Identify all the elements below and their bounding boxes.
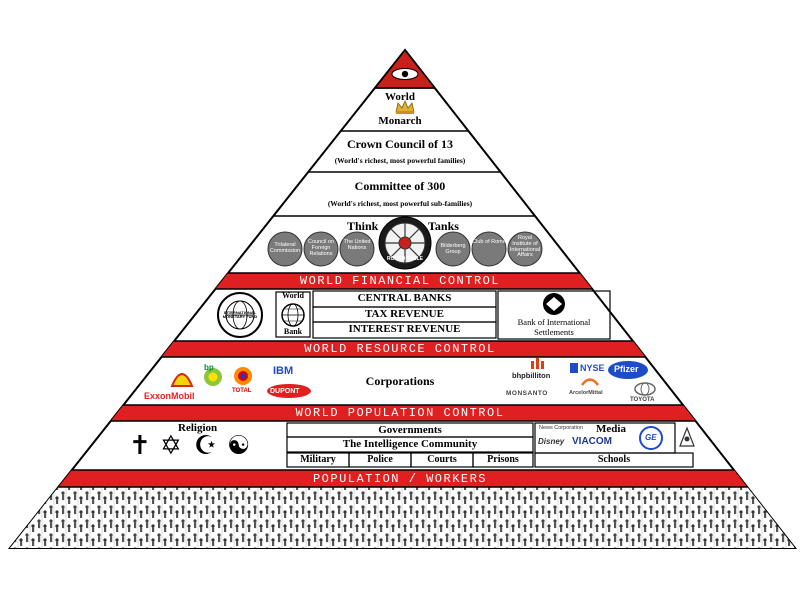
think-label: Think: [347, 219, 379, 233]
toyota-logo: TOYOTA: [630, 397, 655, 403]
monsanto-logo: MONSANTO: [506, 390, 548, 397]
governments-label: Governments: [378, 424, 442, 436]
shell-logo-icon: [170, 373, 194, 387]
ge-logo: GE: [645, 433, 657, 442]
arcelormittal-logo: ArcelorMittal: [569, 390, 603, 396]
nyse-logo: NYSE: [580, 363, 605, 373]
band-workers-label: POPULATION / WORKERS: [312, 472, 488, 486]
tank-club-of-rome: Club of Rome: [472, 239, 506, 245]
world-bank-label-2: Bank: [283, 327, 303, 336]
tanks-label: Tanks: [428, 219, 459, 233]
toyota-logo-icon: [634, 382, 656, 396]
police-label: Police: [367, 454, 393, 465]
exxonmobil-logo: ExxonMobil: [144, 391, 195, 401]
band-resource-label: WORLD RESOURCE CONTROL: [304, 342, 496, 356]
ibm-logo: IBM: [273, 365, 294, 377]
total-logo: TOTAL: [232, 388, 252, 394]
religion-label: Religion: [178, 422, 218, 434]
courts-label: Courts: [427, 454, 457, 465]
bis-label-2: Settlements: [534, 327, 574, 337]
world-bank-icon: [281, 303, 305, 327]
dupont-logo-icon: [267, 384, 311, 398]
arcelormittal-logo-icon: [580, 378, 600, 386]
bhpbilliton-logo: bhpbilliton: [512, 371, 551, 380]
world-monarch-label-1: World: [385, 91, 415, 103]
crown-icon: [395, 99, 415, 114]
bis-logo-icon: [543, 293, 565, 315]
tank-trilateral: Trilateral Commission: [269, 242, 301, 254]
financial-boxes: [275, 290, 611, 340]
imf-seal-icon: [217, 292, 263, 338]
yin-yang-icon: ☯: [227, 431, 251, 461]
disney-logo: Disney: [538, 437, 565, 446]
band-population: [10, 405, 795, 421]
committee-subtitle: (World's richest, most powerful sub-fami…: [327, 199, 473, 208]
tax-revenue-label: TAX REVENUE: [365, 308, 444, 320]
band-resource: [10, 341, 795, 357]
pfizer-logo: Pfizer: [614, 364, 639, 374]
total-logo-icon: [234, 367, 252, 385]
round-table-seal-icon: [378, 216, 432, 270]
tank-un: The United Nations: [343, 239, 371, 251]
pfizer-logo-icon: [608, 361, 648, 379]
cross-icon: ✝: [129, 431, 151, 461]
committee-title: Committee of 300: [354, 179, 446, 193]
world-bank-label-1: World: [282, 291, 304, 300]
ge-logo-icon: [639, 426, 663, 450]
time-warner-logo-icon: [679, 426, 695, 447]
band-population-label: WORLD POPULATION CONTROL: [295, 406, 505, 420]
crown-council-title: Crown Council of 13: [346, 137, 454, 151]
schools-label: Schools: [597, 454, 631, 465]
round-table-label: ROUND TABLE: [386, 256, 423, 262]
band-workers: [10, 470, 795, 487]
bhpbilliton-logo-icon: [531, 358, 544, 369]
star-of-david-icon: ✡: [160, 431, 182, 461]
tank-bilderberg: Bilderberg Group: [440, 243, 466, 255]
crescent-icon: ☪: [194, 431, 218, 461]
band-financial-label: WORLD FINANCIAL CONTROL: [299, 274, 501, 288]
viacom-logo: VIACOM: [572, 436, 612, 447]
corporations-title: Corporations: [365, 374, 435, 388]
bis-label-1: Bank of International: [517, 317, 591, 327]
prisons-label: Prisons: [487, 454, 519, 465]
dupont-logo: DUPONT: [270, 388, 300, 395]
crown-council-subtitle: (World's richest, most powerful families…: [334, 156, 466, 165]
central-banks-label: CENTRAL BANKS: [357, 292, 452, 304]
population-control-boxes: [286, 422, 694, 468]
bp-logo-icon: [204, 368, 222, 386]
intelligence-label: The Intelligence Community: [342, 438, 478, 450]
interest-revenue-label: INTEREST REVENUE: [348, 323, 461, 335]
imf-seal-text: INTERNATIONAL MONETARY FUND: [222, 310, 258, 319]
world-monarch-label-2: Monarch: [378, 115, 422, 127]
tank-cfr: Council on Foreign Relations: [308, 239, 334, 257]
tank-riia: Royal Institute of International Affairs: [509, 235, 541, 259]
media-label: Media: [596, 423, 626, 435]
military-label: Military: [300, 454, 336, 465]
bp-logo: bp: [204, 363, 214, 372]
workers-crowd: [10, 487, 795, 548]
think-tank-circles: [267, 231, 543, 267]
news-corporation-logo: News Corporation: [539, 425, 584, 431]
nyse-logo-icon: [570, 363, 578, 373]
